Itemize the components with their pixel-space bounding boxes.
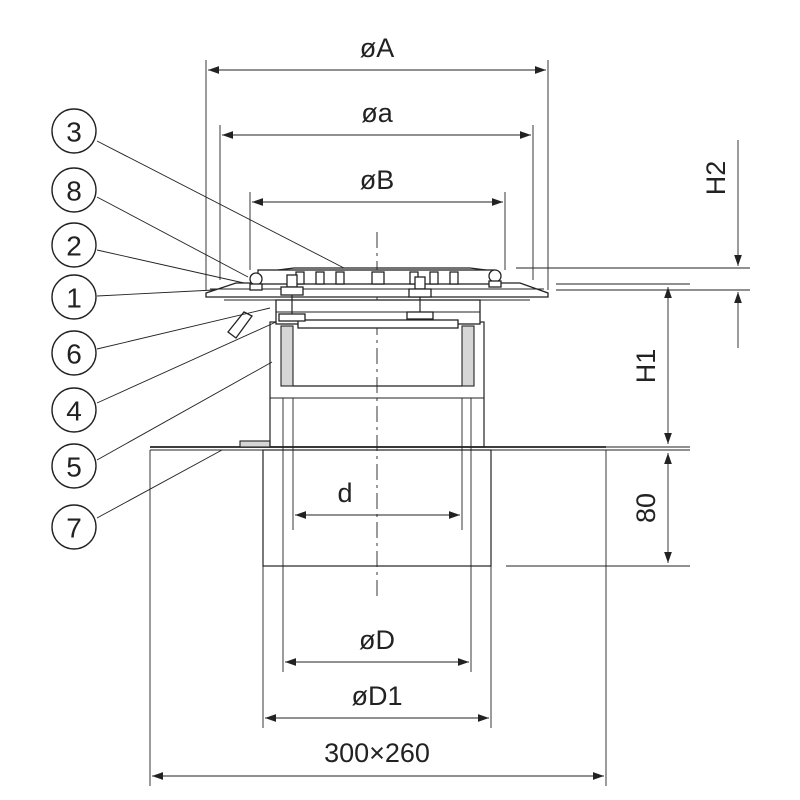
callout-2: 2 xyxy=(51,222,97,268)
svg-text:8: 8 xyxy=(66,176,82,207)
dim-H1: H1 xyxy=(631,349,661,384)
lower-spigot-outer xyxy=(262,449,492,567)
svg-text:6: 6 xyxy=(66,339,82,370)
dim-dia-D1: øD1 xyxy=(351,681,402,711)
svg-text:4: 4 xyxy=(66,396,82,427)
grate-slots xyxy=(295,271,459,285)
callout-7: 7 xyxy=(51,504,97,550)
wall-right xyxy=(461,325,475,387)
drain-body xyxy=(150,232,606,600)
svg-text:3: 3 xyxy=(66,117,82,148)
leaders xyxy=(96,140,345,519)
seal-element xyxy=(227,311,253,339)
flange-weld xyxy=(239,440,271,448)
dim-dia-a: øa xyxy=(361,98,393,128)
dim-flange: 300×260 xyxy=(324,738,430,768)
bolt-left xyxy=(249,272,263,291)
dimensions: øA øa øB H2 H1 80 d øD xyxy=(149,33,750,786)
callout-4: 4 xyxy=(51,387,97,433)
callout-8: 8 xyxy=(51,167,97,213)
svg-text:7: 7 xyxy=(66,513,82,544)
dim-H2: H2 xyxy=(701,161,731,196)
dim-dia-A: øA xyxy=(360,33,395,63)
dim-80: 80 xyxy=(631,493,661,523)
dim-dia-B: øB xyxy=(360,165,395,195)
wall-left xyxy=(280,325,294,387)
screw-left xyxy=(278,274,306,322)
screw-right xyxy=(406,276,434,320)
svg-text:2: 2 xyxy=(66,231,82,262)
svg-text:5: 5 xyxy=(66,452,82,483)
bolt-right xyxy=(488,269,502,288)
callout-5: 5 xyxy=(51,443,97,489)
dim-dia-D: øD xyxy=(359,625,395,655)
callout-3: 3 xyxy=(51,108,97,154)
dim-d: d xyxy=(337,478,352,508)
callout-1: 1 xyxy=(51,274,97,320)
svg-text:1: 1 xyxy=(66,283,82,314)
callout-6: 6 xyxy=(51,330,97,376)
